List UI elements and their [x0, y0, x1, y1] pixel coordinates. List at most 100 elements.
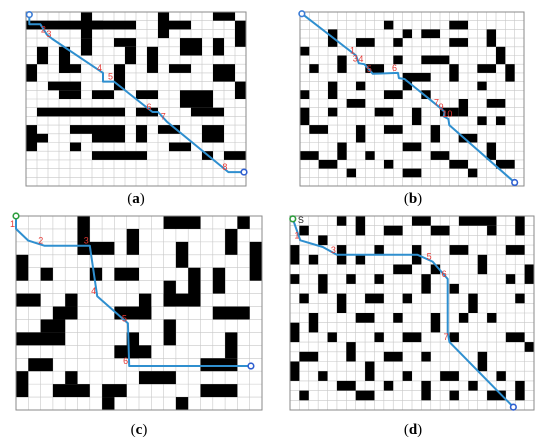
start-marker [298, 10, 306, 18]
obstacle-block [421, 274, 431, 294]
obstacle-block [449, 64, 459, 82]
obstacle-block [126, 228, 139, 255]
obstacle-block [477, 81, 487, 91]
obstacle-block [114, 64, 125, 91]
obstacle-block [355, 390, 375, 401]
obstacle-block [430, 313, 441, 333]
obstacle-block [336, 293, 347, 313]
obstacle-block [318, 371, 328, 381]
obstacle-block [402, 168, 422, 178]
obstacle-block [225, 332, 238, 359]
obstacle-block [328, 107, 338, 117]
goal-marker [509, 403, 517, 411]
waypoint-label: 3 [46, 29, 51, 39]
obstacle-block [26, 20, 103, 30]
obstacle-block [374, 107, 394, 117]
caption-c: (c) [130, 422, 148, 438]
obstacle-block [290, 245, 300, 265]
obstacle-block [191, 107, 224, 117]
obstacle-block [402, 371, 412, 381]
obstacle-block [136, 90, 158, 99]
obstacle-block [114, 20, 136, 30]
obstacle-block [486, 142, 496, 160]
obstacle-block [59, 64, 81, 73]
waypoint-label: 7 [444, 332, 449, 342]
obstacle-block [515, 293, 525, 304]
obstacle-block [16, 293, 41, 307]
planned-path [28, 14, 246, 174]
obstacle-block [328, 81, 338, 99]
obstacle-block [163, 216, 201, 229]
map-border [289, 215, 535, 411]
start-marker [289, 215, 297, 223]
waypoint-label: 3 [353, 53, 358, 63]
obstacle-block [139, 293, 152, 320]
obstacle-block [487, 313, 497, 323]
obstacle-block [92, 151, 147, 160]
obstacle-block [449, 159, 468, 169]
obstacle-block [213, 12, 235, 21]
obstacle-block [449, 245, 469, 255]
obstacle-block [65, 293, 78, 307]
obstacle-block [365, 293, 384, 304]
obstacle-block [237, 216, 250, 229]
obstacle-block [163, 319, 176, 346]
obstacle-block [213, 64, 235, 82]
obstacle-block [524, 342, 534, 352]
obstacle-block [114, 267, 139, 281]
obstacle-block [384, 159, 394, 169]
obstacle-block [81, 20, 114, 30]
obstacle-block [487, 225, 497, 236]
obstacle-block [393, 264, 412, 275]
obstacle-block [249, 241, 262, 281]
obstacle-block [421, 90, 431, 99]
obstacle-block [299, 351, 319, 362]
obstacle-block [346, 274, 356, 284]
obstacle-block [505, 64, 515, 82]
obstacle-block [346, 99, 366, 108]
map-border [25, 11, 247, 187]
waypoint-label: 5 [108, 72, 113, 82]
waypoint-label: 5 [122, 313, 127, 323]
waypoint-label: 3 [84, 236, 89, 246]
obstacle-block [26, 133, 48, 143]
obstacle-block [92, 90, 114, 99]
obstacle-block [346, 168, 356, 178]
goal-marker [240, 168, 248, 176]
obstacle-block [235, 20, 246, 47]
obstacle-block [486, 29, 496, 47]
obstacle-block [318, 235, 328, 246]
obstacle-block [114, 345, 152, 359]
waypoint-label: 1 [10, 219, 15, 229]
obstacle-block [477, 351, 488, 372]
obstacle-block [136, 125, 147, 143]
obstacle-block [402, 72, 431, 82]
obstacle-block [300, 107, 310, 126]
obstacle-block [52, 306, 78, 320]
obstacle-block [37, 46, 48, 65]
obstacle-block [449, 20, 468, 30]
obstacle-block [300, 90, 310, 99]
waypoint-label: 5 [427, 252, 432, 262]
obstacle-block [200, 384, 238, 398]
waypoint-label: 7 [434, 98, 439, 108]
obstacle-block [356, 125, 366, 143]
obstacle-block [200, 358, 238, 372]
waypoint-label: 4 [358, 54, 363, 64]
obstacle-block [515, 380, 525, 401]
obstacle-block [336, 216, 347, 226]
obstacle-block [65, 371, 78, 385]
obstacle-block [92, 125, 125, 143]
obstacle-block [412, 107, 422, 126]
start-label: S [298, 215, 304, 225]
obstacle-block [327, 332, 337, 343]
obstacle-block [169, 142, 191, 152]
obstacle-block [430, 151, 450, 160]
waypoint-label: 4 [97, 63, 102, 73]
obstacle-block [213, 38, 224, 56]
obstacle-block [440, 107, 459, 117]
obstacle-block [169, 20, 191, 30]
